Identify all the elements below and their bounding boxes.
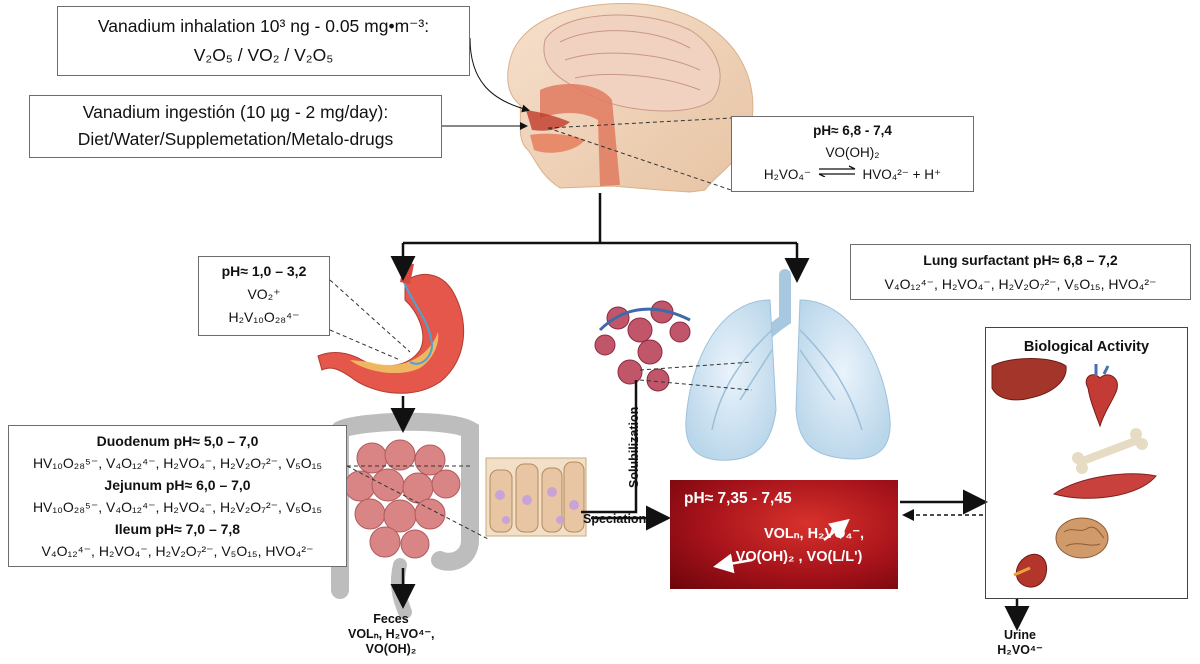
feces-line-2: VO(OH)₂ [365,642,417,656]
biological-activity-title: Biological Activity [1023,339,1150,355]
jejunum-ph: Jejunum pH≈ 6,0 – 7,0 [104,477,251,493]
stomach-illustration [317,262,465,394]
mouth-equilibrium-left: H₂VO₄⁻ [763,167,811,182]
blood-species-1: VOLₙ, H₂VO₄⁻, [763,526,865,542]
heart-icon [1085,364,1118,428]
ingestion-line-1: Vanadium ingestión (10 µg - 2 mg/day): [82,102,389,122]
lung-ph: Lung surfactant pH≈ 6,8 – 7,2 [923,252,1118,268]
alveoli-illustration [594,300,691,392]
urine-line-1: H₂VO⁴⁻ [997,643,1043,657]
stomach-ph-box: pH≈ 1,0 – 3,2 VO₂⁺ H₂V₁₀O₂₈⁴⁻ [198,256,330,336]
kidney-icon [1013,553,1048,588]
biological-activity-box: Biological Activity [985,327,1188,599]
blood-species-2: VO(OH)₂ , VO(L/L') [735,549,863,565]
intestinal-tissue-illustration [485,457,587,537]
lungs-illustration [685,269,891,461]
mouth-equilibrium: H₂VO₄⁻ HVO₄²⁻ + H⁺ [732,164,973,186]
mouth-equilibrium-right: HVO₄²⁻ + H⁺ [862,167,942,182]
urine-title: Urine [1004,628,1036,642]
inhalation-line-2: V₂O₅ / VO₂ / V₂O₅ [193,45,334,65]
lung-species: V₄O₁₂⁴⁻, H₂VO₄⁻, H₂V₂O₇²⁻, V₅O₁₅, HVO₄²⁻ [884,276,1157,292]
feces-label: Feces VOLₙ, H₂VO⁴⁻, VO(OH)₂ [348,612,435,657]
mouth-species-1: VO(OH)₂ [825,145,880,160]
jejunum-species: HV₁₀O₂₈⁵⁻, V₄O₁₂⁴⁻, H₂VO₄⁻, H₂V₂O₇²⁻, V₅… [32,499,323,515]
inhalation-box: Vanadium inhalation 10³ ng - 0.05 mg•m⁻³… [57,6,470,76]
intestine-illustration [331,412,479,619]
intestine-ph-box: Duodenum pH≈ 5,0 – 7,0 HV₁₀O₂₈⁵⁻, V₄O₁₂⁴… [8,425,347,567]
liver-icon [991,358,1067,401]
lung-surfactant-box: Lung surfactant pH≈ 6,8 – 7,2 V₄O₁₂⁴⁻, H… [850,244,1191,300]
connector-lines [390,37,1030,631]
equilibrium-arrows-icon [815,162,859,184]
bone-icon [1072,428,1148,474]
head-illustration [507,2,754,193]
feces-line-1: VOLₙ, H₂VO⁴⁻, [348,627,435,641]
ileum-species: V₄O₁₂⁴⁻, H₂VO₄⁻, H₂V₂O₇²⁻, V₅O₁₅, HVO₄²⁻ [41,543,314,559]
brain-icon [1055,517,1109,559]
mouth-ph: pH≈ 6,8 - 7,4 [813,123,892,138]
ingestion-line-2: Diet/Water/Supplemetation/Metalo-drugs [77,129,394,149]
ileum-ph: Ileum pH≈ 7,0 – 7,8 [114,521,241,537]
urine-label: Urine H₂VO⁴⁻ [995,628,1045,658]
ingestion-box: Vanadium ingestión (10 µg - 2 mg/day): D… [29,95,442,158]
duodenum-ph: Duodenum pH≈ 5,0 – 7,0 [96,433,259,449]
muscle-icon [1052,473,1157,499]
duodenum-species: HV₁₀O₂₈⁵⁻, V₄O₁₂⁴⁻, H₂VO₄⁻, H₂V₂O₇²⁻, V₅… [32,455,323,471]
mouth-ph-box: pH≈ 6,8 - 7,4 VO(OH)₂ H₂VO₄⁻ HVO₄²⁻ + H⁺ [731,116,974,192]
stomach-ph: pH≈ 1,0 – 3,2 [221,263,307,279]
dashed-pointer-lines [329,117,753,541]
solubilization-label: Solubilization [627,406,641,488]
speciation-label: Speciation [583,512,647,526]
feces-title: Feces [373,612,409,626]
inhalation-line-1: Vanadium inhalation 10³ ng - 0.05 mg•m⁻³… [97,16,430,36]
stomach-species-1: VO₂⁺ [247,286,281,302]
blood-ph: pH≈ 7,35 - 7,45 [684,490,792,507]
stomach-species-2: H₂V₁₀O₂₈⁴⁻ [228,309,300,325]
bloodstream-panel: pH≈ 7,35 - 7,45 VOLₙ, H₂VO₄⁻, VO(OH)₂ , … [670,480,898,589]
